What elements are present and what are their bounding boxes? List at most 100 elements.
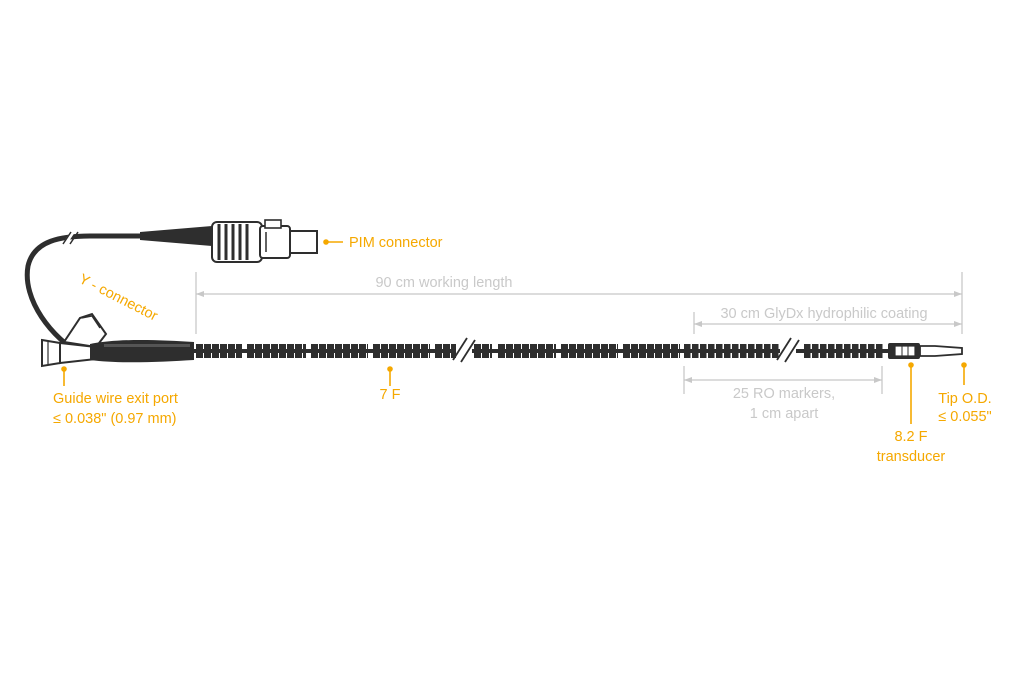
shaft-segment xyxy=(228,344,235,358)
working-length-dimension xyxy=(195,272,963,334)
ro-marker xyxy=(692,344,699,358)
ro-marker xyxy=(868,344,875,358)
pim-connector-leader xyxy=(323,239,343,245)
shaft-segment xyxy=(295,344,302,358)
shaft-segment xyxy=(498,344,505,358)
shaft-segment xyxy=(482,344,489,358)
shaft-segment xyxy=(327,344,334,358)
guide-wire-leader xyxy=(61,366,67,386)
transducer xyxy=(888,343,920,359)
shaft-segment xyxy=(623,344,630,358)
markers-label-line2: 1 cm apart xyxy=(750,406,819,422)
shaft-segment xyxy=(196,344,203,358)
shaft-segment xyxy=(530,344,537,358)
french-size-label: 7 F xyxy=(380,387,401,403)
ro-marker xyxy=(876,344,883,358)
shaft-segment xyxy=(279,344,286,358)
shaft-segment xyxy=(538,344,545,358)
shaft-segment xyxy=(569,344,576,358)
shaft-segment xyxy=(335,344,342,358)
shaft-segment xyxy=(522,344,529,358)
ro-marker xyxy=(844,344,851,358)
shaft-segment xyxy=(413,344,420,358)
shaft-segment xyxy=(671,344,678,358)
shaft-segment xyxy=(617,344,618,358)
pim-connector xyxy=(211,219,318,263)
shaft-segment xyxy=(609,344,616,358)
shaft-segment xyxy=(255,344,262,358)
shaft-segment xyxy=(679,344,680,358)
ro-marker xyxy=(740,344,747,358)
guide-wire-label-line2: ≤ 0.038" (0.97 mm) xyxy=(53,411,177,427)
shaft-segment xyxy=(474,344,481,358)
ro-marker xyxy=(828,344,835,358)
shaft-segment xyxy=(359,344,366,358)
shaft-segment xyxy=(271,344,278,358)
shaft-segment xyxy=(663,344,670,358)
shaft-segment xyxy=(373,344,380,358)
ro-marker xyxy=(860,344,867,358)
shaft-segment xyxy=(405,344,412,358)
transducer-label-line2: transducer xyxy=(877,449,946,465)
shaft-segment xyxy=(212,344,219,358)
shaft-segment xyxy=(601,344,608,358)
shaft-segment xyxy=(220,344,227,358)
coating-label: 30 cm GlyDx hydrophilic coating xyxy=(720,306,927,322)
y-connector xyxy=(41,312,194,368)
ro-marker xyxy=(820,344,827,358)
shaft-segment xyxy=(561,344,568,358)
shaft-segment xyxy=(631,344,638,358)
ro-marker xyxy=(852,344,859,358)
ro-marker xyxy=(836,344,843,358)
shaft-segment xyxy=(451,344,456,358)
coating-dimension xyxy=(693,312,962,334)
shaft-segment xyxy=(263,344,270,358)
shaft-segment xyxy=(554,344,556,358)
working-length-label: 90 cm working length xyxy=(375,275,512,291)
shaft-segment xyxy=(585,344,592,358)
shaft-segment xyxy=(514,344,521,358)
shaft-segment xyxy=(655,344,662,358)
transducer-label-line1: 8.2 F xyxy=(894,429,927,445)
shaft-segment xyxy=(490,344,492,358)
pim-cable xyxy=(24,226,212,358)
shaft-segment xyxy=(343,344,350,358)
ro-marker xyxy=(700,344,707,358)
ro-marker xyxy=(748,344,755,358)
shaft-segment xyxy=(303,344,306,358)
ro-marker xyxy=(756,344,763,358)
catheter-shaft xyxy=(194,344,888,358)
ro-marker xyxy=(812,344,819,358)
shaft-segment xyxy=(429,344,430,358)
markers-label-line1: 25 RO markers, xyxy=(733,386,835,402)
ro-marker xyxy=(724,344,731,358)
shaft-segment xyxy=(397,344,404,358)
shaft-segment xyxy=(546,344,553,358)
shaft-segment xyxy=(287,344,294,358)
ro-marker xyxy=(716,344,723,358)
tip-label-line2: ≤ 0.055" xyxy=(938,409,991,425)
shaft-segment xyxy=(319,344,326,358)
shaft-segment xyxy=(647,344,654,358)
shaft-segment xyxy=(236,344,242,358)
french-size-leader xyxy=(387,366,393,386)
shaft-break-marks xyxy=(452,337,800,364)
shaft-segment xyxy=(639,344,646,358)
shaft-segment xyxy=(435,344,442,358)
shaft-segment xyxy=(389,344,396,358)
shaft-segment xyxy=(506,344,513,358)
shaft-segment xyxy=(381,344,388,358)
ro-marker xyxy=(764,344,771,358)
ro-marker xyxy=(804,344,811,358)
catheter-tip xyxy=(919,345,963,357)
ro-marker xyxy=(684,344,691,358)
ro-marker xyxy=(708,344,715,358)
shaft-segment xyxy=(204,344,211,358)
transducer-leader xyxy=(908,362,914,424)
shaft-segment xyxy=(311,344,318,358)
tip-label-line1: Tip O.D. xyxy=(938,391,991,407)
shaft-segment xyxy=(367,344,368,358)
markers-dimension xyxy=(683,366,883,394)
shaft-segment xyxy=(443,344,450,358)
tip-leader xyxy=(961,362,967,385)
